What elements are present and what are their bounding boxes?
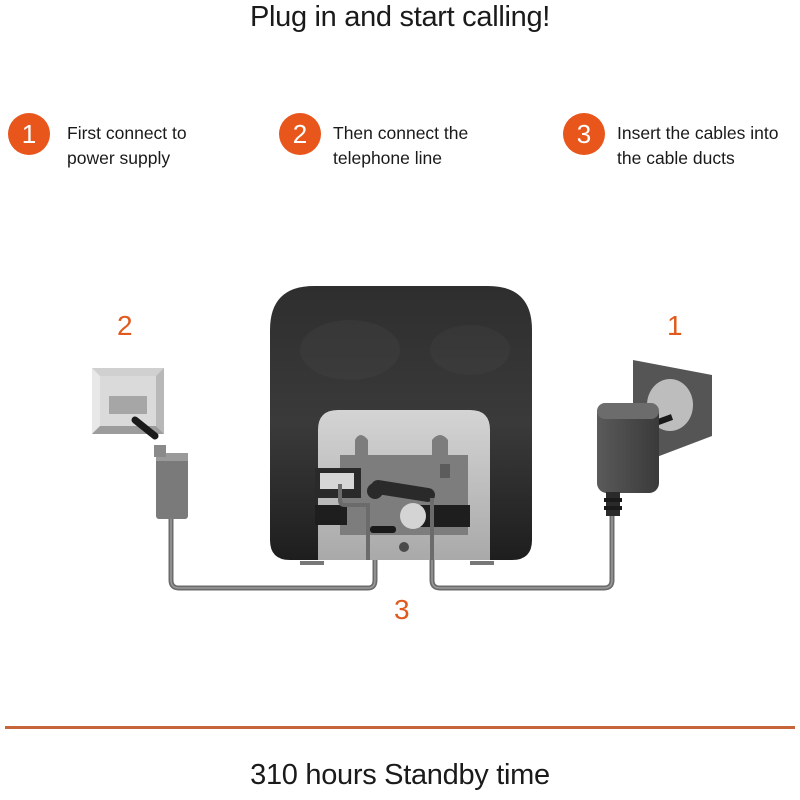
section-divider bbox=[5, 726, 795, 729]
step-description: Insert the cables into the cable ducts bbox=[617, 123, 779, 168]
connection-illustration: 2 1 3 bbox=[0, 270, 800, 630]
label-phone-jack: 2 bbox=[117, 310, 133, 341]
step-1: 1 First connect to power supply bbox=[8, 113, 187, 171]
step-description: Then connect the telephone line bbox=[333, 123, 469, 168]
label-power-outlet: 1 bbox=[667, 310, 683, 341]
standby-time-caption: 310 hours Standby time bbox=[250, 759, 550, 791]
step-number-badge: 2 bbox=[279, 113, 321, 155]
page-title: Plug in and start calling! bbox=[249, 1, 551, 33]
label-cable-ducts: 3 bbox=[394, 594, 410, 625]
step-description: First connect to power supply bbox=[67, 123, 187, 168]
telephone-wall-jack-icon bbox=[92, 368, 188, 519]
phone-base-station-icon bbox=[270, 286, 532, 565]
step-3: 3 Insert the cables into the cable ducts bbox=[563, 113, 778, 171]
step-2: 2 Then connect the telephone line bbox=[279, 113, 468, 171]
step-number-badge: 3 bbox=[563, 113, 605, 155]
step-number-badge: 1 bbox=[8, 113, 50, 155]
power-adapter-icon bbox=[597, 360, 712, 516]
